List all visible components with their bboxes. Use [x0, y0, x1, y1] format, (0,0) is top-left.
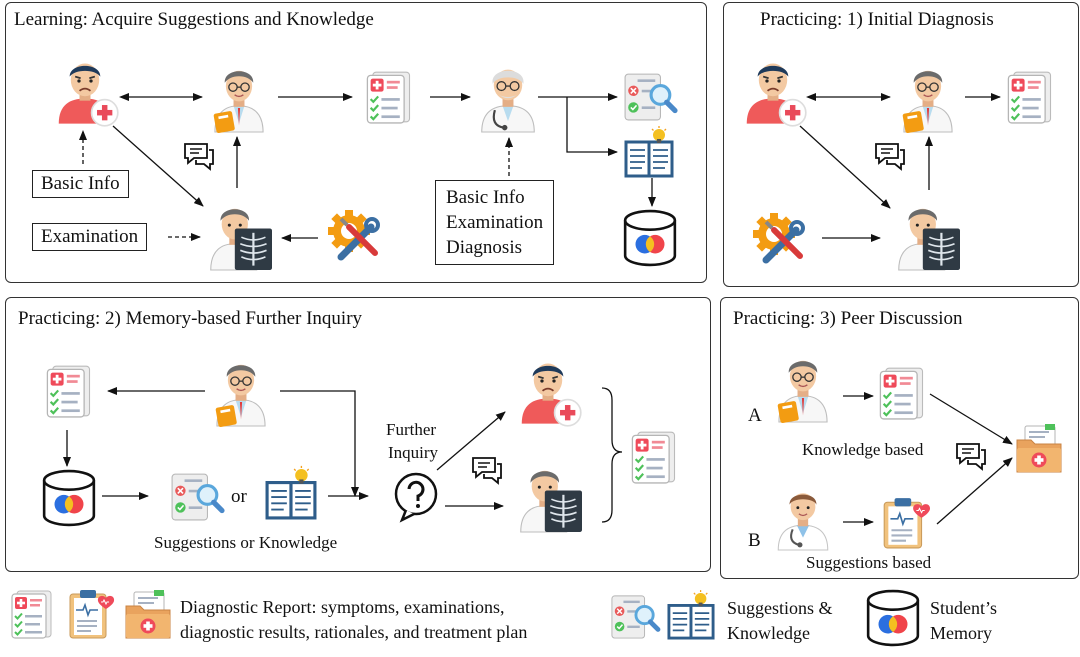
init-report-icon — [1007, 71, 1052, 124]
legend-book-icon — [667, 588, 715, 640]
arrow-patient-xray — [112, 125, 204, 207]
basic-info-box: Basic Info — [32, 170, 129, 198]
mem-xray-doctor-icon — [519, 469, 584, 534]
memory-database-icon — [623, 209, 677, 267]
mem-database-icon — [42, 469, 96, 527]
legend-memory-line-2: Memory — [930, 623, 992, 643]
mem-doctor-icon — [214, 364, 266, 429]
patient-icon — [57, 62, 119, 127]
legend-memory-line-1: Student’s — [930, 598, 998, 618]
legend-suggestions-line-1: Suggestions & — [727, 598, 833, 618]
peer-b-label: B — [748, 530, 761, 551]
peer-a-doctor-icon — [776, 360, 828, 425]
arrow-peer-clip-folder — [936, 457, 1013, 525]
legend-clipboard-icon — [69, 589, 116, 639]
peer-result-folder-icon — [1016, 423, 1062, 473]
init-chat-icon — [875, 143, 905, 170]
expert-doctor-icon — [480, 68, 536, 134]
memory-inquiry-title: Practicing: 2) Memory-based Further Inqu… — [18, 308, 363, 329]
mem-patient-icon — [520, 362, 582, 427]
init-xray-doctor-icon — [897, 207, 962, 272]
knowledge-based-label: Knowledge based — [802, 440, 924, 459]
expert-input-diagnosis: Diagnosis — [446, 237, 522, 258]
peer-b-clipboard-icon — [883, 497, 932, 549]
mem-book-icon — [265, 464, 317, 520]
mem-result-report-icon — [631, 431, 676, 484]
expert-input-examination: Examination — [446, 212, 544, 233]
mem-suggestions-icon — [170, 470, 222, 522]
peer-chat-icon — [956, 443, 986, 470]
peer-a-label: A — [748, 405, 762, 426]
arrow-init-patient-xray — [799, 125, 891, 209]
knowledge-book-icon — [624, 124, 674, 178]
diagnostic-report-icon — [366, 71, 411, 124]
initial-diagnosis-title: Practicing: 1) Initial Diagnosis — [760, 9, 994, 30]
examination-box: Examination — [32, 223, 148, 251]
legend-folder-icon — [125, 589, 171, 639]
expert-input-basic-info: Basic Info — [446, 187, 525, 208]
mem-report-icon — [46, 365, 91, 418]
arrow-peer-report-folder — [929, 393, 1013, 445]
further-inquiry-label-2: Inquiry — [388, 443, 439, 462]
legend-report-line-1: Diagnostic Report: symptoms, examination… — [180, 597, 505, 617]
peer-discussion-title: Practicing: 3) Peer Discussion — [733, 308, 963, 329]
mem-brace — [601, 387, 623, 523]
expert-inputs-box: Basic Info Examination Diagnosis — [435, 180, 555, 265]
init-patient-icon — [745, 62, 807, 127]
init-doctor-icon — [901, 70, 953, 135]
legend-report-icon — [11, 590, 52, 639]
legend-suggestions-line-2: Knowledge — [727, 623, 810, 643]
mem-chat-icon — [472, 457, 502, 484]
legend-memory-icon — [866, 589, 920, 647]
chat-icon — [184, 143, 214, 170]
legend-report-line-2: diagnostic results, rationales, and trea… — [180, 622, 528, 642]
question-bubble-icon — [394, 472, 438, 522]
peer-b-doctor-icon — [777, 492, 829, 552]
doctor-icon — [212, 70, 264, 135]
xray-doctor-icon — [209, 207, 274, 272]
arrow-mem-doctor-inquiry — [280, 390, 359, 497]
suggestions-icon — [623, 70, 675, 122]
suggestions-based-label: Suggestions based — [806, 553, 932, 572]
arrow-mem-q-patient — [436, 411, 506, 471]
arrow-expert-book — [566, 97, 618, 156]
memory-inquiry-panel — [5, 297, 711, 572]
init-tools-icon — [750, 210, 806, 266]
legend-suggestions-icon — [610, 592, 658, 640]
tools-icon — [325, 207, 381, 263]
peer-a-report-icon — [879, 367, 924, 420]
learning-panel-title: Learning: Acquire Suggestions and Knowle… — [14, 9, 374, 30]
suggestions-or-knowledge-caption: Suggestions or Knowledge — [154, 533, 338, 552]
or-label: or — [231, 486, 247, 507]
further-inquiry-label-1: Further — [386, 420, 437, 439]
